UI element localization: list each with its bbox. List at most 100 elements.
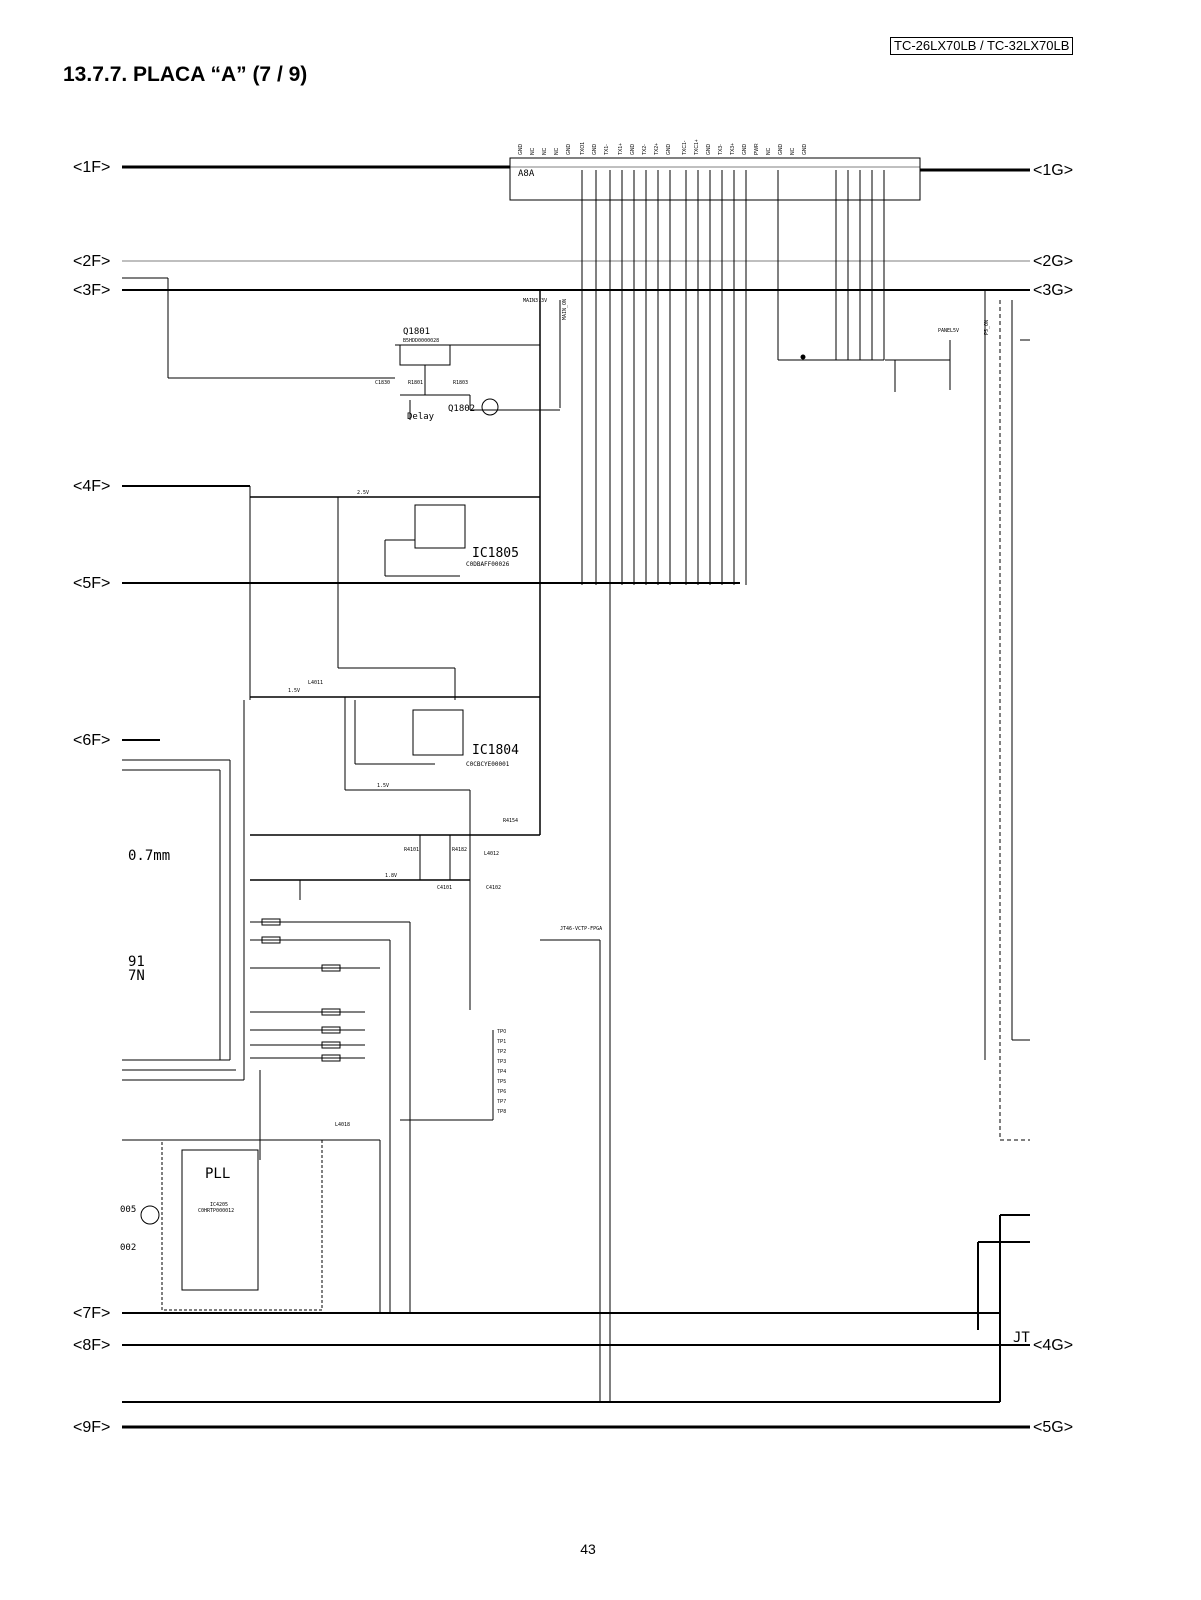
connector-a8a-body (509, 157, 921, 201)
connector-1f: <1F> (73, 159, 110, 176)
connector-8f: <8F> (73, 1337, 110, 1354)
c4102-label: C4102 (486, 885, 501, 891)
tp-item: TP0 (497, 1029, 506, 1035)
ic1805-body (414, 504, 466, 549)
pin-name: GND (802, 144, 808, 156)
wire-width-label: 0.7mm (128, 848, 170, 864)
jt-net-label: JT46-VCTP-FPGA (560, 926, 602, 932)
net-ps-on: PS_ON (984, 320, 990, 335)
q1801-circuit (395, 344, 560, 420)
pin-name: GND (742, 144, 748, 156)
page-number: 43 (580, 1541, 596, 1557)
fragment-91: 91 (128, 954, 145, 970)
tp-item: TP2 (497, 1049, 506, 1055)
net-1-5v: 1.5V (288, 688, 300, 694)
pin-name: TX2- (642, 144, 648, 155)
pin-name: TX1+ (618, 143, 624, 155)
net-1-5v-b: 1.5V (377, 783, 389, 789)
connector-pin-names: GND NC NC NC GND TXO1 GND TX1- TX1+ GND … (518, 139, 808, 155)
connector-4f: <4F> (73, 478, 110, 495)
tp-item: TP7 (497, 1099, 506, 1105)
pin-name: NC (790, 147, 796, 155)
right-connectors: <1G> <2G> <3G> <4G> <5G> (1033, 162, 1073, 1436)
connector-3f: <3F> (73, 282, 110, 299)
c1830-label: C1830 (375, 380, 390, 386)
pin-name: TXO1 (580, 142, 586, 155)
r4101-label: R4101 (404, 847, 419, 853)
r1801-label: R1801 (408, 380, 423, 386)
pin-name: NC (530, 147, 536, 155)
ic4205-label: IC4205 (210, 1202, 228, 1208)
page-title: 13.7.7. PLACA “A” (7 / 9) (63, 63, 308, 86)
r4182-label: R4182 (452, 847, 467, 853)
l4011-label: L4011 (308, 680, 323, 686)
fragment-002: 002 (120, 1243, 136, 1253)
pin-name: NC (766, 147, 772, 155)
connector-7f: <7F> (73, 1305, 110, 1322)
pin-name: GND (778, 144, 784, 156)
connector-4g: <4G> (1033, 1337, 1073, 1354)
pin-name: TX2+ (654, 143, 660, 155)
pin-name: NC (542, 147, 548, 155)
ic4205-body (181, 1149, 259, 1291)
pin-name: GND (630, 144, 636, 156)
tp-list: TP0 TP1 TP2 TP3 TP4 TP5 TP6 TP7 TP8 (497, 1029, 506, 1115)
l4018-label: L4018 (335, 1122, 350, 1128)
ic1804-part: C0CBCYE00001 (466, 761, 510, 768)
connector-5f: <5F> (73, 575, 110, 592)
tp-cluster (400, 1030, 494, 1121)
ic1804-body (412, 709, 464, 756)
fragment-7n: 7N (128, 968, 145, 984)
tp-item: TP8 (497, 1109, 506, 1115)
left-ic-pin-block (122, 486, 251, 1081)
connector-6f: <6F> (73, 732, 110, 749)
tp-item: TP5 (497, 1079, 506, 1085)
pin-name: GND (592, 144, 598, 156)
connector-3g: <3G> (1033, 282, 1073, 299)
left-connectors: <1F> <2F> <3F> <4F> <5F> <6F> <7F> <8F> … (73, 159, 110, 1436)
pin-name: GND (518, 144, 524, 156)
tp-item: TP4 (497, 1069, 506, 1075)
pin-name: TX1- (604, 144, 610, 155)
pin-name: NC (554, 147, 560, 155)
ic4205-part: C0HRTP000012 (198, 1208, 234, 1214)
pin-name: TXC1- (682, 140, 688, 155)
tp-item: TP3 (497, 1059, 506, 1065)
right-frame (977, 290, 1030, 1402)
delay-label: Delay (407, 412, 435, 422)
pin-name: TX3+ (730, 143, 736, 155)
q1801-label: Q1801 (403, 327, 430, 337)
l4012-label: L4012 (484, 851, 499, 857)
pin-name: TXC1+ (694, 139, 700, 155)
connector-2g: <2G> (1033, 253, 1073, 270)
model-number-box: TC-26LX70LB / TC-32LX70LB (890, 37, 1074, 55)
pin-name: GND (666, 144, 672, 156)
connector-a8a-label: A8A (518, 169, 535, 179)
tp-item: TP6 (497, 1089, 506, 1095)
q1802-label: Q1802 (448, 404, 475, 414)
connector-1g: <1G> (1033, 162, 1073, 179)
connector-signal-lines (122, 170, 885, 1402)
pin-name: PWR (754, 143, 760, 155)
connector-9f: <9F> (73, 1419, 110, 1436)
c4101-label: C4101 (437, 885, 452, 891)
net-1-8v: 1.8V (385, 873, 397, 879)
net-main-on: MAIN_ON (562, 299, 568, 320)
pin-name: TX3- (718, 144, 724, 155)
resistor-ladder (250, 918, 411, 1313)
net-2-5v: 2.5V (357, 490, 369, 496)
ic1805-part: C0DBAFF00026 (466, 561, 510, 568)
q1801-part: B5HDD0000028 (403, 338, 439, 344)
r4154-label: R4154 (503, 818, 518, 824)
jt-label: JT (1013, 1330, 1030, 1346)
net-panel-5v: PANEL5V (938, 328, 959, 334)
pin-name: GND (566, 144, 572, 156)
ic1804-label: IC1804 (472, 743, 519, 758)
pll-label: PLL (205, 1166, 230, 1182)
net-main-3-3v: MAIN3.3V (523, 298, 547, 304)
fragment-005: 005 (120, 1205, 136, 1215)
ic1805-label: IC1805 (472, 546, 519, 561)
tp-item: TP1 (497, 1039, 506, 1045)
pin-name: GND (706, 144, 712, 156)
